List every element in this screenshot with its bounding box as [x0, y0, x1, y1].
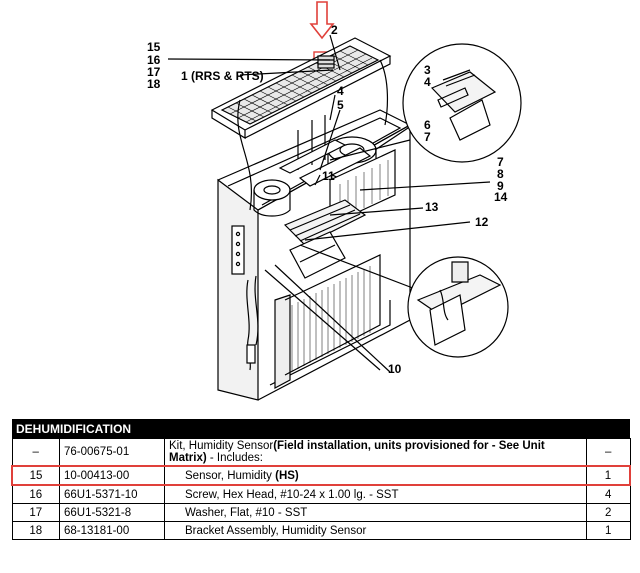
- callout-5: 5: [337, 98, 344, 112]
- description: Screw, Hex Head, #10-24 x 1.00 lg. - SST: [164, 484, 587, 504]
- part-number: 66U1-5371-10: [59, 484, 165, 504]
- part-number: 76-00675-01: [59, 438, 165, 467]
- callout-1: 1 (RRS & RTS): [181, 69, 264, 83]
- description-bold: (Field installation, units provisioned f…: [169, 440, 545, 464]
- item-number: 18: [11, 521, 60, 540]
- item-number: 16: [11, 484, 60, 504]
- callout-3: 3: [424, 63, 431, 77]
- description-text: Sensor, Humidity: [185, 469, 276, 482]
- part-number: 68-13181-00: [59, 521, 165, 540]
- highlight-arrow: [309, 1, 335, 40]
- callout-12: 12: [475, 215, 489, 229]
- part-number: 66U1-5321-8: [59, 503, 165, 522]
- callout-7: 7: [497, 155, 504, 169]
- callout-11: 11: [322, 169, 335, 183]
- description: Washer, Flat, #10 - SST: [164, 503, 587, 522]
- parts-table: DEHUMIDIFICATION – 76-00675-01 Kit, Humi…: [11, 419, 631, 540]
- description: Bracket Assembly, Humidity Sensor: [164, 521, 587, 540]
- description-bold: (HS): [275, 469, 299, 482]
- top-grille-panel: [210, 37, 392, 140]
- item-number: 15: [11, 465, 60, 486]
- callout-4-detail: 4: [424, 75, 431, 89]
- description: Kit, Humidity Sensor(Field installation,…: [164, 438, 587, 467]
- callout-18: 18: [147, 77, 161, 91]
- callout-4: 4: [337, 84, 344, 98]
- item-number: –: [11, 438, 60, 467]
- table-title: DEHUMIDIFICATION: [12, 419, 630, 439]
- table-row-highlighted: 15 10-00413-00 Sensor, Humidity (HS) 1: [11, 465, 631, 486]
- callout-2: 2: [331, 23, 338, 37]
- description: Sensor, Humidity (HS): [164, 465, 587, 486]
- humidity-sensor-drawing: [317, 55, 335, 69]
- quantity: 2: [586, 503, 631, 522]
- description-text: Kit, Humidity Sensor: [169, 440, 274, 452]
- callout-16: 16: [147, 53, 161, 67]
- table-row: 18 68-13181-00 Bracket Assembly, Humidit…: [11, 521, 631, 540]
- detail-view-top: [402, 43, 522, 163]
- exploded-parts-diagram: 15 16 17 18 1 (RRS & RTS) 2 4 5 11 3 4 6…: [147, 1, 522, 401]
- table-row: 16 66U1-5371-10 Screw, Hex Head, #10-24 …: [11, 484, 631, 504]
- quantity: 1: [586, 521, 631, 540]
- callout-14: 14: [494, 190, 508, 204]
- table-row: 17 66U1-5321-8 Washer, Flat, #10 - SST 2: [11, 503, 631, 522]
- callout-17: 17: [147, 65, 161, 79]
- callout-15: 15: [147, 40, 161, 54]
- part-number: 10-00413-00: [59, 465, 165, 486]
- detail-view-bottom: [407, 256, 509, 358]
- quantity: –: [586, 438, 631, 467]
- callout-9: 9: [497, 179, 504, 193]
- callout-6: 6: [424, 118, 431, 132]
- callout-8: 8: [497, 167, 504, 181]
- callout-7-detail: 7: [424, 130, 431, 144]
- table-row: – 76-00675-01 Kit, Humidity Sensor(Field…: [11, 438, 631, 467]
- callout-13: 13: [425, 200, 439, 214]
- description-tail: - Includes:: [206, 452, 263, 464]
- blower-assemblies: [253, 136, 377, 217]
- callout-10: 10: [388, 362, 402, 376]
- item-number: 17: [11, 503, 60, 522]
- quantity: 1: [586, 465, 631, 486]
- quantity: 4: [586, 484, 631, 504]
